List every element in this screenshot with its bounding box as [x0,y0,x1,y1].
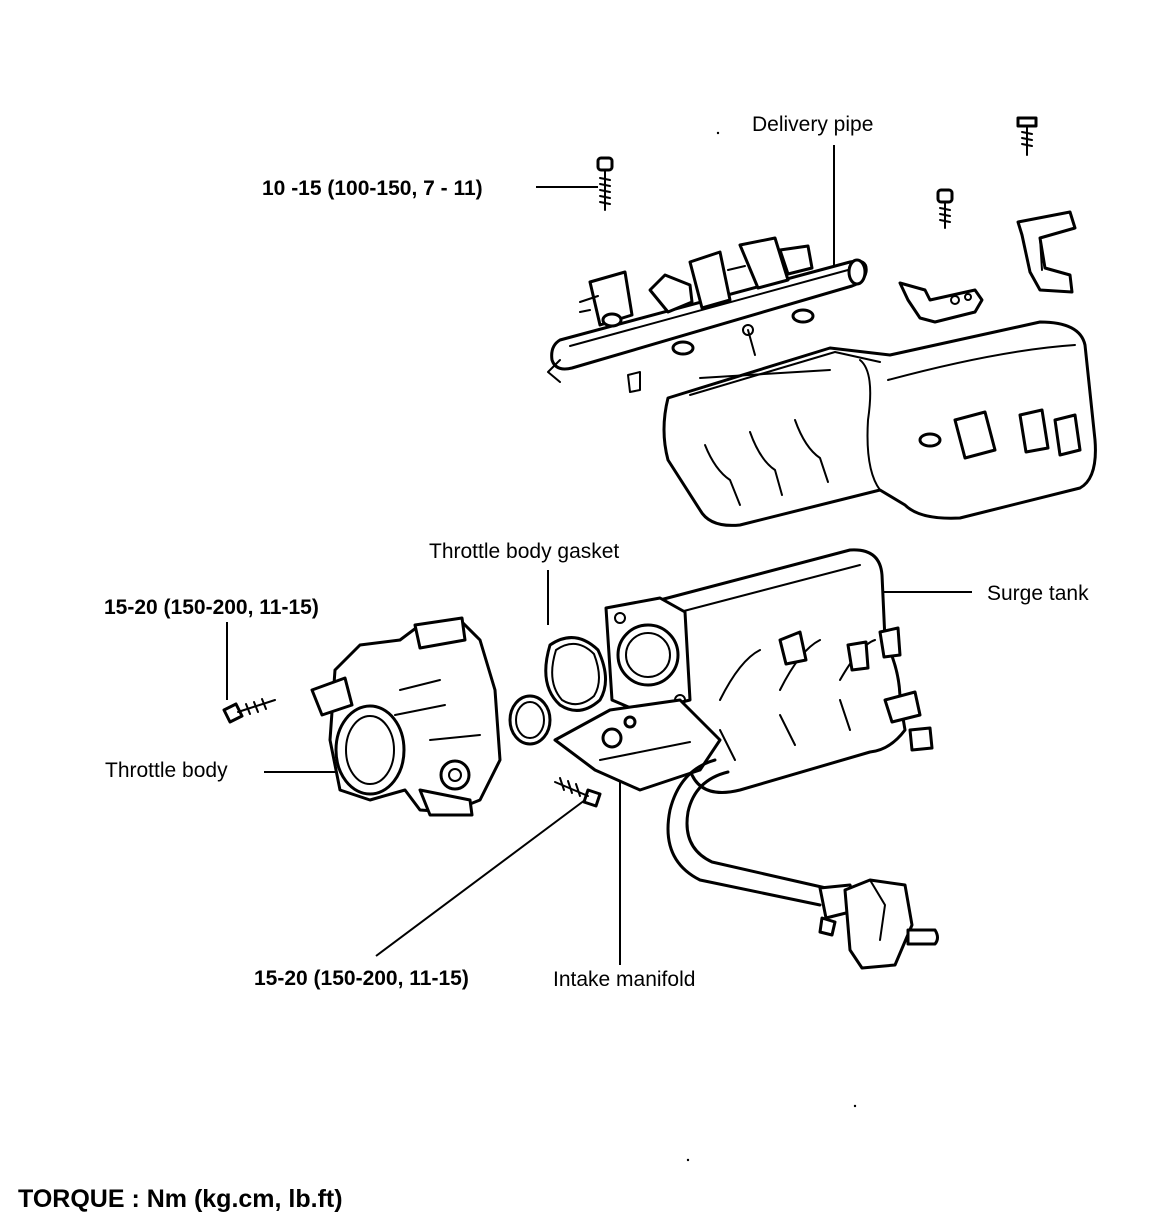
bolt-delivery-pipe [596,156,614,211]
label-delivery-pipe: Delivery pipe [752,113,874,136]
upper-manifold [662,320,1097,527]
torque-units-footer: TORQUE : Nm (kg.cm, lb.ft) [18,1185,343,1213]
leader-lines [226,145,972,965]
throttle-body-gasket [544,636,607,712]
vacuum-valve [818,878,939,970]
bracket-right [1016,210,1077,294]
throttle-body [310,616,502,817]
vacuum-hose [666,758,828,907]
o-ring [508,694,552,746]
label-throttle-body: Throttle body [105,759,228,782]
label-intake-manifold: Intake manifold [553,968,696,991]
bolt-intake-manifold [554,777,602,808]
bolt-bracket [936,188,954,229]
surge-tank [604,548,934,794]
leader-torque-manifold [375,799,586,957]
label-surge-tank: Surge tank [987,582,1089,605]
bolt-top-right [1016,116,1038,156]
label-torque-delivery-pipe: 10 -15 (100-150, 7 - 11) [262,177,483,200]
label-torque-throttle-body: 15-20 (150-200, 11-15) [104,596,319,619]
intake-manifold-lower [553,698,722,792]
label-torque-intake-manifold: 15-20 (150-200, 11-15) [254,967,469,990]
delivery-pipe-assembly [547,236,868,393]
bracket-middle [898,281,984,324]
label-throttle-body-gasket: Throttle body gasket [429,540,620,563]
bolt-throttle-body [222,698,276,724]
